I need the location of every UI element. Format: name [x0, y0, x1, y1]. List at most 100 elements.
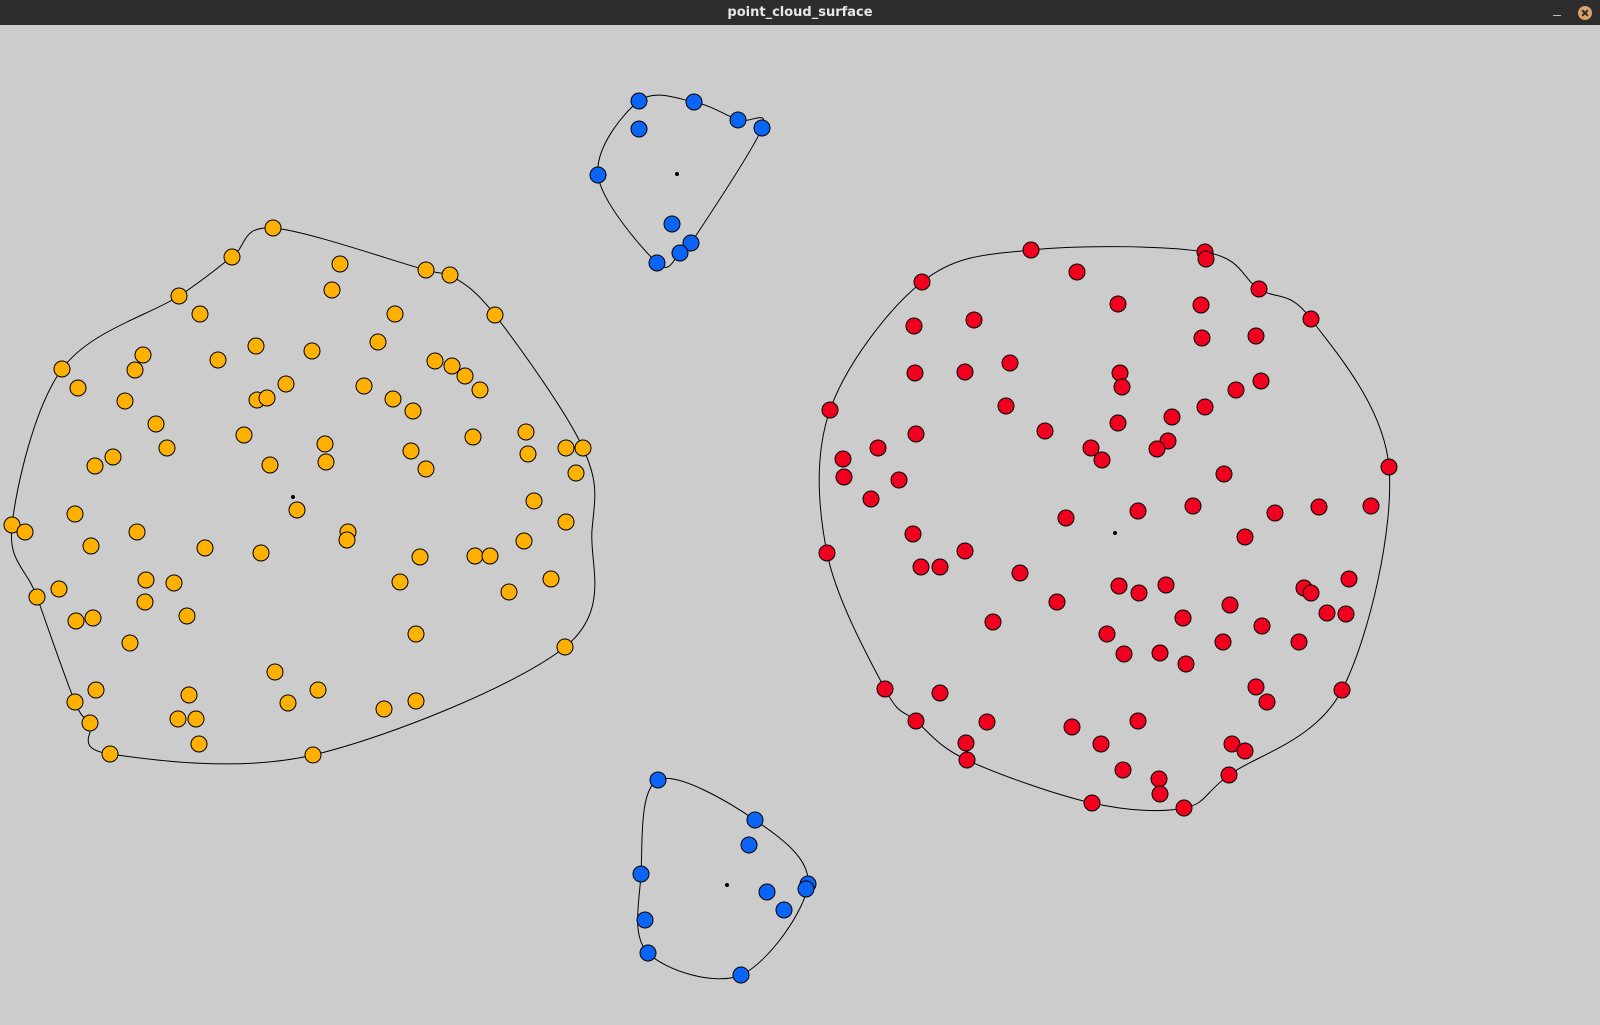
red-cloud-point — [931, 684, 949, 702]
red-cloud-point — [1115, 645, 1133, 663]
orange-cloud-point — [542, 570, 560, 588]
orange-cloud-point — [407, 692, 425, 710]
red-cloud-point — [1001, 354, 1019, 372]
red-cloud-point — [907, 425, 925, 443]
orange-cloud-point — [196, 539, 214, 557]
orange-cloud-point — [386, 305, 404, 323]
blue-bottom-cloud-point — [636, 911, 654, 929]
red-cloud-point — [1290, 633, 1308, 651]
minimize-icon — [1553, 14, 1561, 16]
red-cloud-point — [1227, 381, 1245, 399]
red-cloud-point — [1380, 458, 1398, 476]
orange-cloud-centroid — [291, 495, 295, 499]
orange-cloud-point — [279, 694, 297, 712]
red-cloud-point — [907, 712, 925, 730]
red-cloud-point — [1247, 327, 1265, 345]
red-cloud-point — [978, 713, 996, 731]
orange-cloud-point — [136, 593, 154, 611]
orange-cloud-point — [417, 460, 435, 478]
red-cloud-point — [906, 364, 924, 382]
orange-cloud-point — [464, 428, 482, 446]
orange-cloud-point — [28, 588, 46, 606]
orange-cloud-point — [82, 537, 100, 555]
orange-cloud-point — [53, 360, 71, 378]
red-cloud-point — [1250, 280, 1268, 298]
orange-cloud-point — [404, 402, 422, 420]
orange-cloud-point — [557, 439, 575, 457]
orange-cloud-point — [517, 423, 535, 441]
close-button[interactable] — [1578, 5, 1592, 20]
red-cloud-point — [904, 525, 922, 543]
orange-cloud-point — [375, 700, 393, 718]
orange-cloud-point — [411, 548, 429, 566]
blue-bottom-cloud-point — [740, 836, 758, 854]
red-cloud-point — [1022, 241, 1040, 259]
blue-bottom-cloud-point — [775, 901, 793, 919]
orange-cloud-point — [67, 612, 85, 630]
orange-cloud-point — [316, 435, 334, 453]
orange-cloud-point — [369, 333, 387, 351]
blue-top-cloud-point — [682, 234, 700, 252]
red-cloud-point — [1092, 735, 1110, 753]
red-cloud-point — [1109, 414, 1127, 432]
red-cloud-point — [1266, 504, 1284, 522]
blue-top-cloud-point — [753, 119, 771, 137]
orange-cloud-point — [170, 287, 188, 305]
red-cloud-point — [1150, 770, 1168, 788]
orange-cloud-point — [486, 306, 504, 324]
red-cloud-point — [1113, 378, 1131, 396]
red-cloud-point — [1196, 398, 1214, 416]
red-cloud-point — [1048, 593, 1066, 611]
blue-top-cloud — [589, 92, 771, 272]
orange-cloud-point — [426, 352, 444, 370]
orange-cloud-point — [261, 456, 279, 474]
orange-cloud-point — [309, 681, 327, 699]
red-cloud-point — [1130, 584, 1148, 602]
blue-bottom-cloud-point — [758, 883, 776, 901]
red-cloud-point — [1151, 644, 1169, 662]
orange-cloud-point — [500, 583, 518, 601]
red-cloud-point — [1175, 799, 1193, 817]
orange-cloud-point — [66, 505, 84, 523]
drawing-canvas[interactable] — [0, 25, 1600, 1025]
red-cloud-point — [1221, 596, 1239, 614]
red-cloud-point — [913, 273, 931, 291]
point-cloud-svg[interactable] — [0, 25, 1600, 1025]
blue-bottom-cloud-point — [639, 944, 657, 962]
red-cloud-point — [1318, 604, 1336, 622]
orange-cloud-point — [317, 453, 335, 471]
blue-bottom-cloud-point — [632, 865, 650, 883]
red-cloud-surface-outline — [818, 246, 1391, 812]
minimize-button[interactable] — [1550, 6, 1564, 20]
orange-cloud-point — [223, 248, 241, 266]
blue-top-cloud-point — [663, 215, 681, 233]
window-titlebar[interactable]: point_cloud_surface — [0, 0, 1600, 25]
red-cloud-point — [1192, 296, 1210, 314]
red-cloud-point — [956, 363, 974, 381]
orange-cloud-point — [87, 681, 105, 699]
red-cloud-point — [1252, 372, 1270, 390]
orange-cloud-point — [338, 531, 356, 549]
blue-bottom-cloud-point — [649, 771, 667, 789]
red-cloud-point — [1082, 439, 1100, 457]
orange-cloud-point — [323, 281, 341, 299]
orange-cloud-point — [481, 547, 499, 565]
red-cloud-point — [835, 468, 853, 486]
orange-cloud-point — [3, 516, 21, 534]
red-cloud-centroid — [1113, 531, 1117, 535]
red-cloud-point — [1098, 625, 1116, 643]
orange-cloud-point — [519, 445, 537, 463]
orange-cloud-point — [126, 361, 144, 379]
red-cloud-point — [1214, 633, 1232, 651]
red-cloud — [818, 241, 1398, 817]
red-cloud-point — [818, 544, 836, 562]
red-cloud-point — [931, 558, 949, 576]
orange-cloud-point — [50, 580, 68, 598]
orange-cloud-point — [443, 357, 461, 375]
blue-top-cloud-centroid — [675, 172, 679, 176]
red-cloud-point — [1193, 329, 1211, 347]
red-cloud-point — [984, 613, 1002, 631]
red-cloud-point — [1148, 440, 1166, 458]
red-cloud-point — [1302, 310, 1320, 328]
red-cloud-point — [834, 450, 852, 468]
